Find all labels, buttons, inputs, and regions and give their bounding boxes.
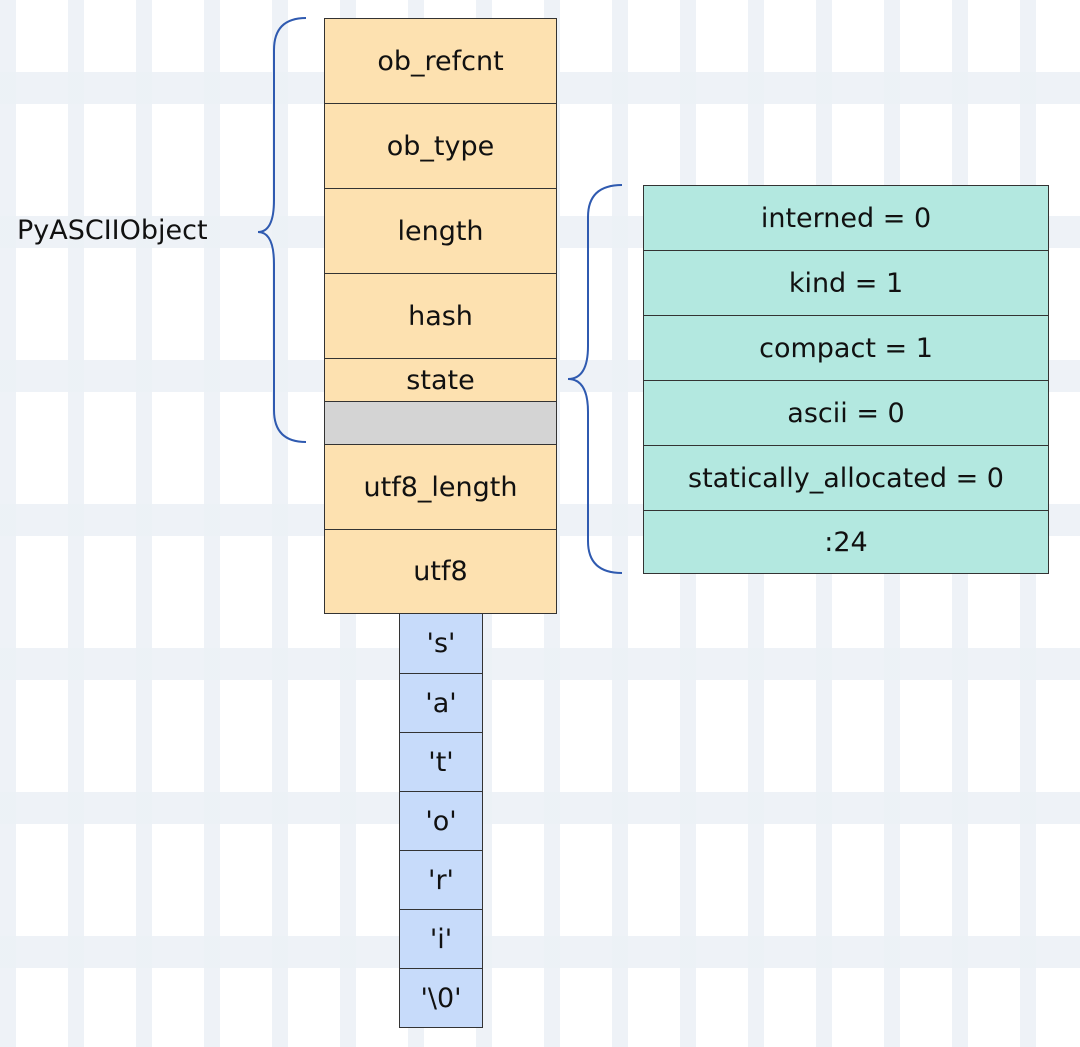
char-cell: 'r' [399,850,483,910]
char-cell: '\0' [399,968,483,1028]
char-cell: 's' [399,613,483,674]
pyasciiobject-brace [257,17,307,443]
char-cell: 'o' [399,791,483,851]
char-cell: 'i' [399,909,483,969]
pyasciiobject-label: PyASCIIObject [17,215,208,246]
field-ob-refcnt: ob_refcnt [324,18,557,104]
state-kind: kind = 1 [643,250,1049,316]
state-brace [567,184,623,574]
padding-block [324,401,557,445]
char-cell: 't' [399,732,483,792]
state-interned: interned = 0 [643,185,1049,251]
state-compact: compact = 1 [643,315,1049,381]
field-length: length [324,188,557,274]
field-state: state [324,358,557,402]
state-statically-allocated: statically_allocated = 0 [643,445,1049,511]
state-reserved-bits: :24 [643,510,1049,574]
field-hash: hash [324,273,557,359]
state-ascii: ascii = 0 [643,380,1049,446]
field-utf8: utf8 [324,529,557,614]
char-cell: 'a' [399,673,483,733]
field-ob-type: ob_type [324,103,557,189]
field-utf8-length: utf8_length [324,444,557,530]
